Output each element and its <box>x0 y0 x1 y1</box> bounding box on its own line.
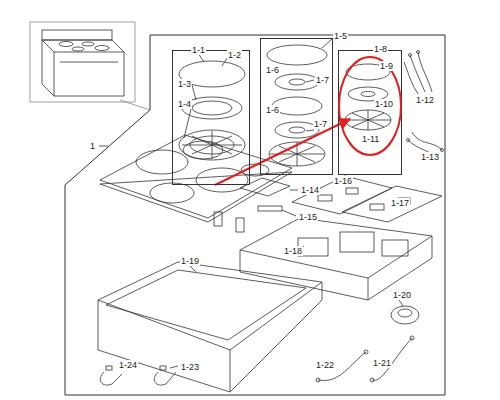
frame-line <box>65 35 445 395</box>
callout-number: 1-19 <box>180 256 200 266</box>
callout-number: 1-9 <box>379 61 394 71</box>
callout-number: 1 <box>89 141 96 151</box>
callout-number: 1-12 <box>415 95 435 105</box>
group-box: 1-11-21-31-4 <box>172 50 250 185</box>
callout-number: 1-16 <box>333 176 353 186</box>
callout-number: 1-6 <box>265 65 280 75</box>
control-board <box>292 176 442 222</box>
callout-number: 1-10 <box>374 99 394 109</box>
group-box: 1-6 1-7 1-6 1-7 <box>260 38 333 175</box>
callout-number: 1-2 <box>227 50 242 60</box>
callout-number: 1-7 <box>315 75 330 85</box>
callout-number: 1-21 <box>372 358 392 368</box>
callout-number: 1-5 <box>333 31 348 41</box>
callout-number: 1-14 <box>300 185 320 195</box>
cooktop-chassis <box>240 218 432 300</box>
callout-number: 1-20 <box>392 290 412 300</box>
thermostat <box>391 300 419 324</box>
range-icon <box>30 22 150 110</box>
callout-number: 1-24 <box>118 360 138 370</box>
glass-panel <box>98 262 322 392</box>
ellipse-line <box>339 57 401 155</box>
group-box: 1-81-91-101-11 <box>338 50 402 175</box>
wire <box>316 336 414 382</box>
highlight-ellipse: 1-9 1-10 1-11 <box>338 56 402 156</box>
wire-harness <box>404 51 444 161</box>
callout-number: 1-8 <box>373 44 388 54</box>
callout-number: 1-23 <box>180 362 200 372</box>
callout-number: 1-22 <box>315 360 335 370</box>
callout-number: 1-7 <box>313 119 328 129</box>
terminal <box>100 366 178 385</box>
frame-outline <box>65 35 445 395</box>
bracket <box>214 178 298 232</box>
callout-number: 1-13 <box>420 152 440 162</box>
callout-number: 1-3 <box>177 79 192 89</box>
burner-assembly <box>345 64 391 130</box>
callout-number: 1-4 <box>177 99 192 109</box>
callout-number: 1-18 <box>283 246 303 256</box>
assembly-frame: 1 1-1 1-2 1-3 1-4 1-6 1-7 1-6 1-7 1-8 1-9 1-10 1-11 <box>65 35 445 395</box>
callout-number: 1-15 <box>298 212 318 222</box>
cooktop-glass <box>100 135 292 222</box>
callout-number: 1-11 <box>361 134 380 144</box>
callout-number: 1-6 <box>265 105 280 115</box>
burner-assembly <box>267 38 333 166</box>
callout-number: 1-1 <box>191 45 206 55</box>
callout-number: 1-17 <box>390 198 410 208</box>
highlight-arrow <box>215 119 350 185</box>
